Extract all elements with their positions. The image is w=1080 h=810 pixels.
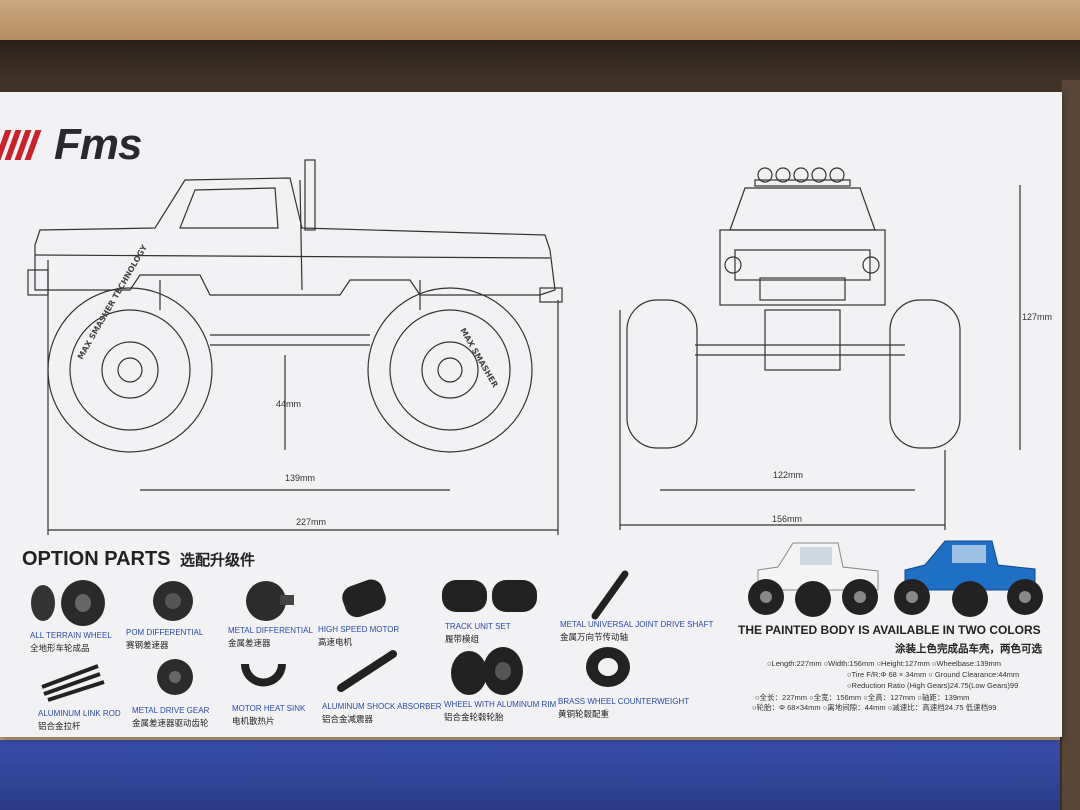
all-terrain-wheel-icon [31, 580, 105, 626]
part-metal-differential: METAL DIFFERENTIAL 金属差速器 [228, 626, 313, 649]
part-label-cn: 金属万向节传动轴 [560, 632, 629, 642]
part-high-speed-motor: HIGH SPEED MOTOR 高速电机 [318, 625, 399, 648]
part-label-cn: 赛钢差速器 [126, 640, 169, 650]
part-universal-joint-shaft: METAL UNIVERSAL JOINT DRIVE SHAFT 金属万向节传… [560, 620, 713, 643]
part-all-terrain-wheel: ALL TERRAIN WHEEL 全地形车轮成品 [30, 631, 112, 654]
blue-truck-image [894, 540, 1043, 617]
part-label-cn: 金属差速器 [228, 638, 271, 648]
logo-text: Fms [54, 120, 142, 169]
part-label-en: METAL DRIVE GEAR [132, 706, 210, 715]
part-label-cn: 铝合金减震器 [322, 714, 374, 724]
part-label-en: WHEEL WITH ALUMINUM RIM [444, 700, 557, 709]
shelf-top [0, 0, 1080, 40]
ground-clearance-label: 44mm [276, 399, 302, 409]
length-label: 227mm [296, 517, 327, 527]
spec-line-4: ○全长：227mm ○全宽：156mm ○全高：127mm ○轴距：139mm [755, 693, 970, 702]
svg-text:MAX SMASHER: MAX SMASHER [458, 327, 499, 390]
wheel-counterweight-icon [586, 647, 630, 687]
spec-line-1: ○Length:227mm ○Width:156mm ○Height:127mm… [767, 659, 1002, 668]
part-label-cn: 铝合金拉杆 [38, 721, 81, 731]
shock-absorber-icon [337, 650, 397, 692]
wheelbase-label: 139mm [285, 473, 316, 483]
painted-body-title: THE PAINTED BODY IS AVAILABLE IN TWO COL… [738, 623, 1041, 637]
high-speed-motor-icon [342, 579, 386, 618]
part-label-en: MOTOR HEAT SINK [232, 704, 306, 713]
painted-body-title-cn: 涂装上色完成品车壳，两色可选 [895, 643, 1042, 655]
part-label-cn: 铝合金轮毂轮胎 [444, 712, 504, 722]
part-label-en: BRASS WHEEL COUNTERWEIGHT [558, 697, 690, 706]
part-label-en: ALL TERRAIN WHEEL [30, 631, 112, 640]
side-view-drawing: MAX SMASHER TECHNOLOGY MAX SMASHER [27, 159, 563, 535]
metal-differential-icon [246, 581, 294, 621]
option-parts-title-cn: 选配升级件 [180, 552, 256, 569]
pom-differential-icon [153, 581, 193, 621]
part-link-rod: ALUMINUM LINK ROD 铝合金拉杆 [38, 709, 121, 732]
shelf-edge [1062, 80, 1080, 810]
universal-joint-shaft-icon [591, 570, 629, 620]
product-box-panel [0, 92, 1062, 737]
height-label: 127mm [1022, 312, 1053, 322]
part-motor-heat-sink: MOTOR HEAT SINK 电机散热片 [232, 704, 305, 727]
part-track-unit-set: TRACK UNIT SET 履带模组 [445, 622, 511, 645]
spec-line-2: ○Tire F/R:Φ 68 × 34mm ○ Ground Clearance… [847, 670, 1020, 679]
part-label-cn: 金属差速器驱动齿轮 [132, 718, 209, 728]
part-label-en: METAL DIFFERENTIAL [228, 626, 313, 635]
part-label-cn: 履带模组 [445, 634, 480, 644]
spec-line-5: ○轮胎：Φ 68×34mm ○离地间隙：44mm ○减速比：高速档24.75 低… [752, 703, 997, 712]
part-label-en: ALUMINUM SHOCK ABSORBER [322, 702, 442, 711]
shelf-shadow [0, 40, 1080, 100]
spec-line-3: ○Reduction Ratio (High Gears)24.75(Low G… [847, 681, 1019, 690]
box-below [0, 740, 1060, 810]
box-strip [0, 735, 1060, 743]
track-label: 122mm [773, 470, 804, 480]
wheel-with-rim-icon [451, 647, 523, 695]
part-label-cn: 高速电机 [318, 637, 353, 647]
front-view-drawing [619, 167, 1021, 530]
metal-drive-gear-icon [157, 659, 193, 695]
part-label-cn: 电机散热片 [232, 716, 275, 726]
part-label-en: POM DIFFERENTIAL [126, 628, 204, 637]
white-truck-image [748, 542, 879, 617]
width-label: 156mm [772, 514, 803, 524]
track-unit-set-icon [442, 580, 537, 612]
part-label-en: ALUMINUM LINK ROD [38, 709, 121, 718]
part-label-en: METAL UNIVERSAL JOINT DRIVE SHAFT [560, 620, 714, 629]
part-shock-absorber: ALUMINUM SHOCK ABSORBER 铝合金减震器 [322, 702, 442, 725]
motor-heat-sink-icon [241, 664, 286, 687]
part-label-en: TRACK UNIT SET [445, 622, 511, 631]
option-parts-title: OPTION PARTS [22, 548, 171, 570]
part-label-cn: 全地形车轮成品 [30, 643, 90, 653]
part-wheel-with-rim: WHEEL WITH ALUMINUM RIM 铝合金轮毂轮胎 [444, 700, 556, 723]
part-pom-differential: POM DIFFERENTIAL 赛钢差速器 [126, 628, 203, 651]
part-label-cn: 黄铜轮毂配重 [558, 709, 610, 719]
part-metal-drive-gear: METAL DRIVE GEAR 金属差速器驱动齿轮 [132, 706, 209, 729]
link-rod-icon [41, 664, 105, 702]
part-label-en: HIGH SPEED MOTOR [318, 625, 400, 634]
part-wheel-counterweight: BRASS WHEEL COUNTERWEIGHT 黄铜轮毂配重 [558, 697, 689, 720]
fms-logo: Fms [0, 120, 142, 169]
